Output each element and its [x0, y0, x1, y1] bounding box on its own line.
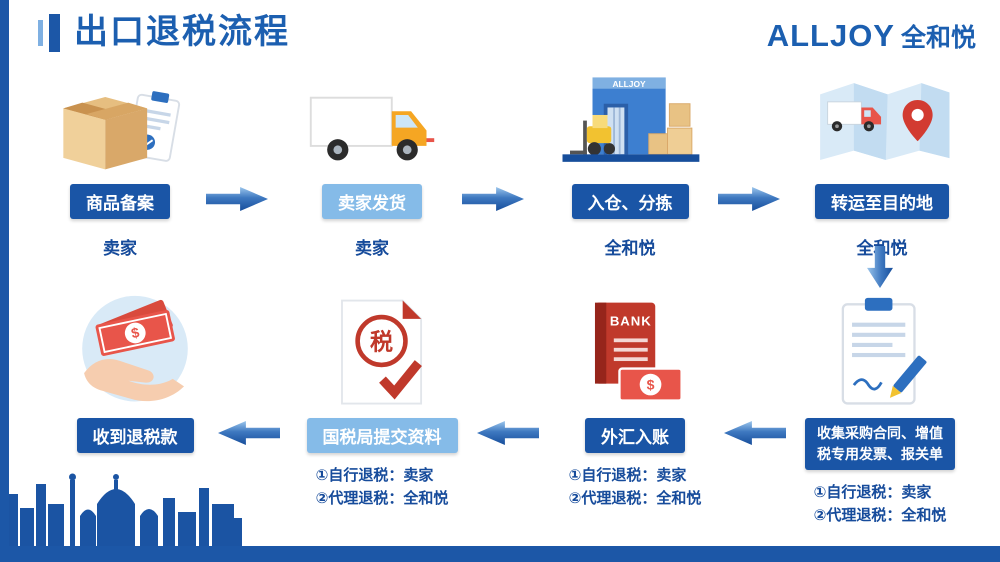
bank-sign: BANK: [610, 313, 652, 328]
currency-sign: $: [130, 324, 141, 341]
page-title: 出口退税流程: [74, 13, 290, 52]
step-seller-shipping: 卖家发货 卖家: [272, 64, 472, 259]
contract-documents-icon: [830, 290, 931, 410]
step-label: 转运至目的地: [815, 184, 949, 219]
step-label: 入仓、分拣: [571, 184, 689, 219]
step-transfer-destination: 转运至目的地 全和悦: [782, 64, 982, 259]
step-label: 国税局提交资料: [306, 418, 458, 453]
title-accent-bar-light: [38, 20, 43, 46]
step-receive-refund: $ 收到退税款: [35, 290, 235, 453]
step-label: 商品备案: [70, 184, 170, 219]
bottom-edge-strip: [0, 546, 1000, 562]
step-note: ②代理退税：全和悦: [315, 490, 449, 508]
step-warehouse-sorting: ALLJOY 入仓、分拣 全和悦: [530, 64, 730, 259]
step-note: ②代理退税：全和悦: [813, 507, 947, 525]
bank-passbook-icon: BANK $: [576, 290, 694, 410]
step-notes: ①自行退税：卖家 ②代理退税：全和悦: [316, 464, 449, 511]
flow-arrow-left-2: [477, 421, 539, 445]
package-box-icon: [55, 64, 185, 176]
step-notes: ①自行退税：卖家 ②代理退税：全和悦: [569, 464, 702, 511]
step-note: ①自行退税：卖家: [568, 467, 687, 484]
step-label: 收集采购合同、增值税专用发票、报关单: [805, 418, 955, 470]
header: 出口退税流程 ALLJOY 全和悦: [0, 0, 1000, 60]
step-actor: 卖家: [355, 239, 389, 258]
currency-sign: $: [647, 376, 655, 392]
brand-logo-en: ALLJOY: [766, 18, 895, 53]
step-tax-bureau-submission: 税 国税局提交资料 ①自行退税：卖家 ②代理退税：全和悦: [282, 290, 482, 511]
brand-logo-cn: 全和悦: [900, 24, 976, 52]
step-actor: 全和悦: [604, 239, 656, 258]
step-notes: ①自行退税：卖家 ②代理退税：全和悦: [814, 481, 947, 528]
tax-document-icon: 税: [329, 290, 435, 410]
step-label: 外汇入账: [585, 418, 685, 453]
step-label: 卖家发货: [322, 184, 422, 219]
brand-logo: ALLJOY 全和悦: [767, 18, 976, 54]
city-skyline: [0, 473, 242, 548]
hand-money-icon: $: [69, 290, 201, 410]
step-product-filing: 商品备案 卖家: [20, 64, 220, 259]
tax-seal-char: 税: [370, 328, 393, 354]
step-note: ①自行退税：卖家: [813, 484, 932, 501]
step-actor: 卖家: [103, 239, 137, 258]
truck-map-pin-icon: [807, 64, 957, 176]
left-edge-strip: [0, 0, 9, 562]
title-accent-bar: [49, 14, 60, 52]
step-note: ①自行退税：卖家: [315, 467, 434, 484]
title-block: 出口退税流程: [38, 13, 290, 52]
warehouse-sign: ALLJOY: [612, 79, 646, 89]
step-collect-documents: 收集采购合同、增值税专用发票、报关单 ①自行退税：卖家 ②代理退税：全和悦: [780, 290, 980, 528]
step-note: ②代理退税：全和悦: [568, 490, 702, 508]
step-label: 收到退税款: [76, 418, 194, 453]
delivery-truck-icon: [305, 64, 440, 176]
warehouse-forklift-icon: ALLJOY: [555, 64, 705, 176]
step-forex-receipt: BANK $ 外汇入账 ①自行退税：卖家 ②代理退税：全和悦: [535, 290, 735, 511]
